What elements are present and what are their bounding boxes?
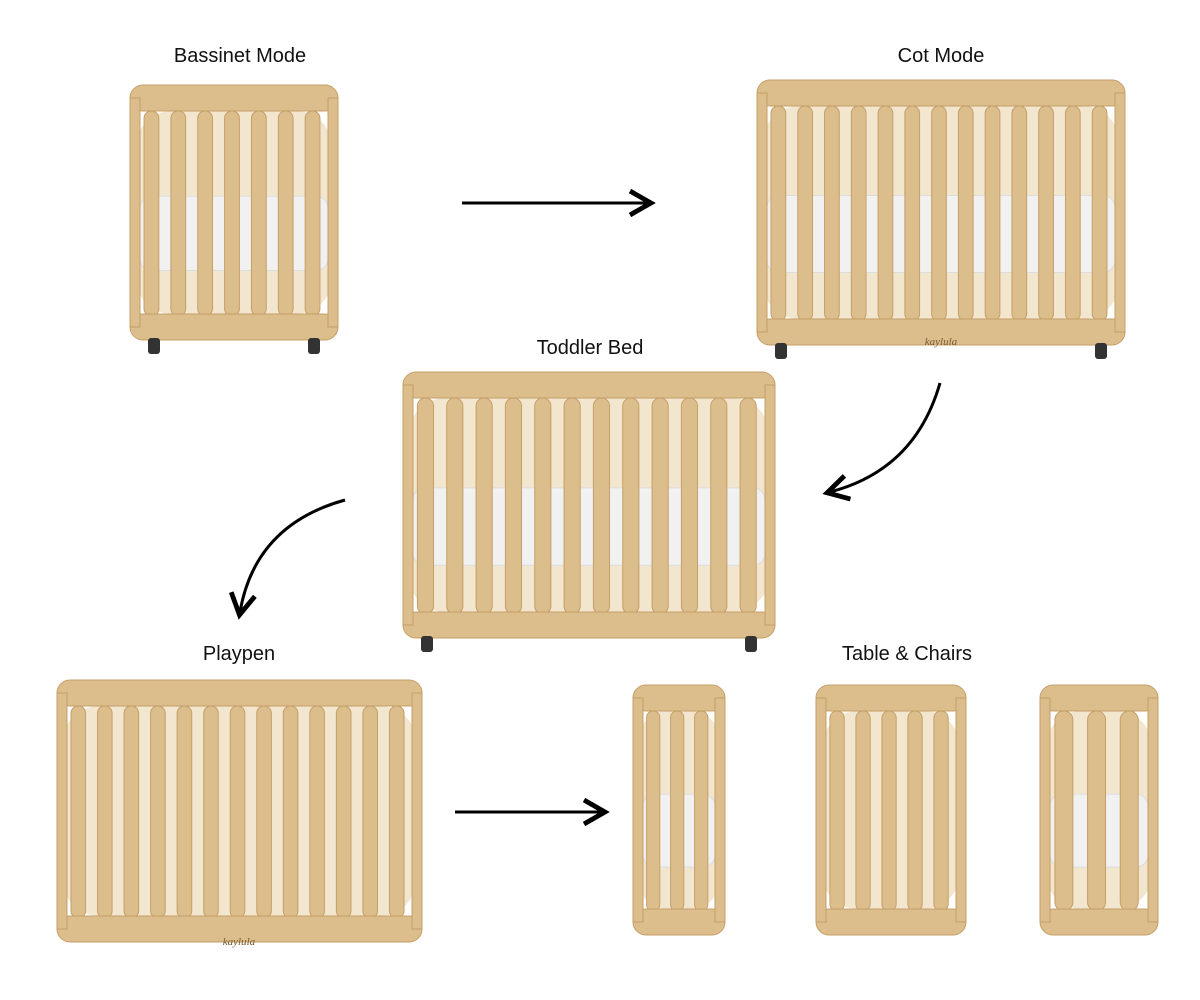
slat xyxy=(563,397,581,615)
top-rim xyxy=(815,684,967,712)
slat xyxy=(933,710,949,912)
slat xyxy=(907,710,923,912)
slat xyxy=(250,110,267,317)
slat xyxy=(904,105,921,322)
slat xyxy=(1091,105,1108,322)
slat xyxy=(770,105,787,322)
slat xyxy=(256,705,272,919)
slat xyxy=(824,105,840,322)
slat xyxy=(416,397,435,615)
cot-crib xyxy=(756,79,1126,359)
slat xyxy=(710,397,728,615)
slat xyxy=(670,710,685,912)
slat xyxy=(680,397,699,615)
slat xyxy=(651,397,669,615)
slat xyxy=(170,110,187,317)
slat xyxy=(850,105,867,322)
slat xyxy=(1011,105,1028,322)
label-bassinet-mode: Bassinet Mode xyxy=(173,45,307,67)
cot-logo: kaylula xyxy=(925,336,958,348)
slat xyxy=(694,710,709,912)
bassinet-crib xyxy=(129,84,339,354)
label-playpen: Playpen xyxy=(202,643,276,665)
slat xyxy=(1087,710,1107,912)
slat xyxy=(797,105,814,322)
slat xyxy=(203,705,219,919)
slat xyxy=(504,397,523,615)
playpen-logo: kaylula xyxy=(223,936,256,948)
slat xyxy=(362,705,378,919)
slat xyxy=(1064,105,1081,322)
top-rim xyxy=(632,684,726,712)
bottom-rim xyxy=(632,908,726,936)
label-toddler-bed: Toddler Bed xyxy=(536,337,644,359)
wheel xyxy=(745,636,757,652)
wheel xyxy=(775,343,787,359)
bottom-rim xyxy=(1039,908,1159,936)
wheel xyxy=(148,338,160,354)
wheel xyxy=(308,338,320,354)
slat xyxy=(984,105,1001,322)
top-rim xyxy=(1039,684,1159,712)
chair-left xyxy=(632,684,726,936)
slat xyxy=(388,705,405,919)
slat xyxy=(143,110,160,317)
label-table-chairs: Table & Chairs xyxy=(841,643,973,665)
slat xyxy=(150,705,166,919)
slat xyxy=(309,705,325,919)
bottom-rim xyxy=(129,313,339,341)
slat xyxy=(335,705,352,919)
slat xyxy=(70,705,87,919)
slat xyxy=(224,110,240,317)
slat xyxy=(1054,710,1074,912)
wheel xyxy=(1095,343,1107,359)
label-cot-mode: Cot Mode xyxy=(897,45,985,67)
slat xyxy=(855,710,871,912)
slat xyxy=(592,397,611,615)
slat xyxy=(123,705,140,919)
slat xyxy=(957,105,974,322)
slat xyxy=(446,397,464,615)
slat xyxy=(197,110,214,317)
slat xyxy=(304,110,321,317)
bottom-rim xyxy=(402,611,776,639)
slat xyxy=(1038,105,1054,322)
slat xyxy=(829,710,845,912)
arrow-toddler-to-playpen xyxy=(228,498,346,620)
slat xyxy=(931,105,947,322)
toddler-bed xyxy=(402,371,776,652)
slat xyxy=(881,710,897,912)
table xyxy=(815,684,967,936)
slat xyxy=(1119,710,1139,912)
slat xyxy=(229,705,246,919)
chair-right xyxy=(1039,684,1159,936)
slat xyxy=(277,110,294,317)
slat xyxy=(877,105,894,322)
arrow-cot-to-toddler xyxy=(822,382,942,502)
wheel xyxy=(421,636,433,652)
slat xyxy=(282,705,299,919)
bottom-rim xyxy=(815,908,967,936)
playpen xyxy=(56,679,423,943)
top-rim xyxy=(402,371,776,399)
slat xyxy=(534,397,552,615)
slat xyxy=(646,710,661,912)
top-rim xyxy=(129,84,339,112)
slat xyxy=(622,397,640,615)
slat xyxy=(475,397,493,615)
slat xyxy=(176,705,193,919)
slat xyxy=(97,705,113,919)
top-rim xyxy=(756,79,1126,107)
slat xyxy=(739,397,757,615)
top-rim xyxy=(56,679,423,707)
